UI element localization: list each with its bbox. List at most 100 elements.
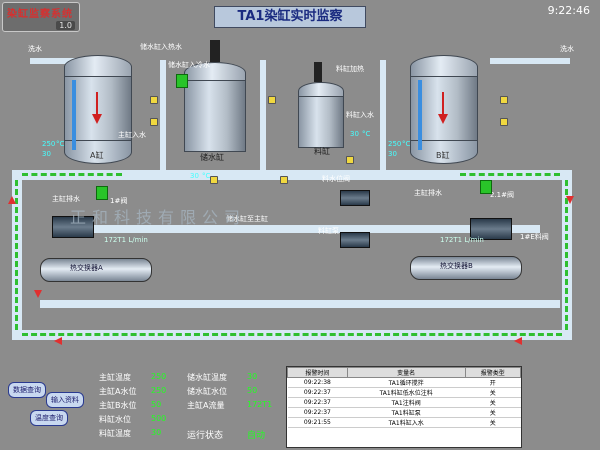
status-label: 主缸A流量 bbox=[187, 401, 225, 410]
alarm-name: TA1注料阀 bbox=[347, 397, 466, 408]
sensor-indicator[interactable] bbox=[500, 96, 508, 104]
pipe bbox=[30, 58, 90, 64]
alarm-type: 关 bbox=[465, 387, 521, 398]
valve-left-label: 1#阀 bbox=[110, 197, 128, 205]
page-title: TA1染缸实时监察 bbox=[214, 6, 366, 28]
flow-indicator bbox=[15, 180, 18, 330]
left-arrow-icon bbox=[54, 337, 62, 345]
down-arrow-icon bbox=[34, 290, 42, 298]
alarm-time: 09:21:55 bbox=[287, 417, 348, 428]
storage-valve-indicator[interactable] bbox=[176, 74, 188, 88]
material-heat-label: 料缸加热 bbox=[336, 65, 364, 73]
storage-valve-label: 储水缸至主缸 bbox=[226, 215, 268, 223]
app-logo: 染缸监察系统 1.0 bbox=[2, 2, 80, 32]
pipe bbox=[60, 225, 540, 233]
down-arrow-icon bbox=[442, 92, 444, 116]
drain-right-label: 主缸排水 bbox=[414, 189, 442, 197]
pipe bbox=[490, 58, 570, 64]
table-row[interactable]: 09:22:38 TA1循环搅拌 开 bbox=[287, 377, 521, 388]
pump-right[interactable] bbox=[470, 218, 512, 240]
storage-out-label: 主缸入水 bbox=[118, 131, 146, 139]
tank-b-label: B缸 bbox=[436, 151, 450, 160]
alarm-time: 09:22:38 bbox=[287, 377, 348, 388]
status-label: 主缸B水位 bbox=[99, 401, 137, 410]
material-temp: 30 bbox=[350, 130, 359, 138]
pipe bbox=[260, 60, 266, 180]
storage-tank-label: 储水缸 bbox=[200, 153, 224, 162]
alarm-time: 09:22:37 bbox=[287, 397, 348, 408]
alarm-time: 09:22:37 bbox=[287, 407, 348, 418]
pipe bbox=[40, 300, 560, 308]
sensor-indicator[interactable] bbox=[150, 96, 158, 104]
status-label: 料缸水位 bbox=[99, 415, 131, 424]
status-value: 250 bbox=[151, 372, 167, 381]
sensor-indicator[interactable] bbox=[346, 156, 354, 164]
table-row[interactable]: 09:21:55 TA1料缸入水 关 bbox=[287, 417, 521, 428]
flow-indicator bbox=[565, 180, 568, 330]
flow-left-readout: 172T1 L/min bbox=[104, 236, 148, 244]
status-label: 运行状态 bbox=[187, 431, 224, 441]
status-value: 172T1 bbox=[247, 400, 273, 409]
data-query-button[interactable]: 数据查询 bbox=[8, 382, 46, 398]
watermark: 正和科技有限公司 bbox=[70, 208, 247, 227]
status-label: 主缸温度 bbox=[99, 373, 131, 382]
sensor-indicator[interactable] bbox=[268, 96, 276, 104]
down-arrow-icon bbox=[92, 114, 102, 124]
heat-exchanger-b[interactable] bbox=[410, 256, 522, 280]
status-value: 自动 bbox=[247, 431, 266, 441]
table-row[interactable]: 09:22:37 TA1注料阀 关 bbox=[287, 397, 521, 408]
material-tank[interactable] bbox=[298, 96, 344, 148]
pipe bbox=[160, 60, 166, 180]
storage-tank[interactable] bbox=[184, 80, 246, 152]
sensor-indicator[interactable] bbox=[210, 176, 218, 184]
heat-exchanger-a[interactable] bbox=[40, 258, 152, 282]
pump-left[interactable] bbox=[52, 216, 94, 238]
valve-indicator[interactable] bbox=[96, 186, 108, 200]
temp-query-button[interactable]: 温度查询 bbox=[30, 410, 68, 426]
alarm-type: 关 bbox=[465, 407, 521, 418]
status-value: 30 bbox=[247, 372, 258, 381]
table-row[interactable]: 09:22:37 TA1料缸低水位注料 关 bbox=[287, 387, 521, 398]
alarm-time: 09:22:37 bbox=[287, 387, 348, 398]
table-row[interactable]: 09:22:37 TA1料缸泵 关 bbox=[287, 407, 521, 418]
pump-material[interactable] bbox=[340, 190, 370, 206]
tank-b-temp2: 30 bbox=[388, 150, 397, 158]
up-arrow-icon bbox=[8, 196, 16, 204]
level-gauge bbox=[418, 80, 422, 150]
input-data-button[interactable]: 输入资料 bbox=[46, 392, 84, 408]
tank-a-label: A缸 bbox=[90, 151, 104, 160]
material-in-label: 料缸入水 bbox=[346, 111, 374, 119]
status-label: 主缸A水位 bbox=[99, 387, 137, 396]
valve-right2-label: 1#E料阀 bbox=[520, 233, 549, 241]
flow-right-readout: 172T1 L/min bbox=[440, 236, 484, 244]
alarm-col-type: 报警类型 bbox=[464, 367, 522, 378]
status-value: 500 bbox=[151, 414, 167, 423]
valve-indicator[interactable] bbox=[480, 180, 492, 194]
tank-b-temp-unit: °C bbox=[402, 140, 411, 148]
material-temp-unit: °C bbox=[362, 130, 371, 138]
status-panel: 主缸温度 250 储水缸温度 30 主缸A水位 250 储水缸水位 50 主缸B… bbox=[95, 366, 285, 446]
down-arrow-icon bbox=[438, 114, 448, 124]
sensor-indicator[interactable] bbox=[280, 176, 288, 184]
motor-icon bbox=[314, 62, 322, 82]
alarm-col-name: 变量名 bbox=[346, 367, 466, 378]
alarm-name: TA1料缸泵 bbox=[347, 407, 466, 418]
pipe bbox=[380, 60, 386, 180]
sensor-indicator[interactable] bbox=[500, 118, 508, 126]
level-gauge bbox=[72, 80, 76, 150]
status-label: 储水缸温度 bbox=[187, 373, 227, 382]
drain-left-label: 主缸排水 bbox=[52, 195, 80, 203]
sensor-indicator[interactable] bbox=[150, 118, 158, 126]
alarm-type: 开 bbox=[465, 377, 521, 388]
water-level-label: 料水位阀 bbox=[322, 175, 350, 183]
pump-material-2[interactable] bbox=[340, 232, 370, 248]
flow-indicator bbox=[460, 173, 560, 176]
storage-temp: 30 bbox=[190, 172, 199, 180]
alarm-col-time: 报警时间 bbox=[287, 367, 348, 378]
pipe bbox=[12, 170, 572, 180]
storage-in-label: 储水缸入热水 bbox=[140, 43, 182, 51]
alarm-type: 关 bbox=[465, 397, 521, 408]
logo-title: 染缸监察系统 bbox=[7, 9, 73, 20]
flow-indicator bbox=[22, 173, 122, 176]
status-value: 50 bbox=[247, 386, 258, 395]
